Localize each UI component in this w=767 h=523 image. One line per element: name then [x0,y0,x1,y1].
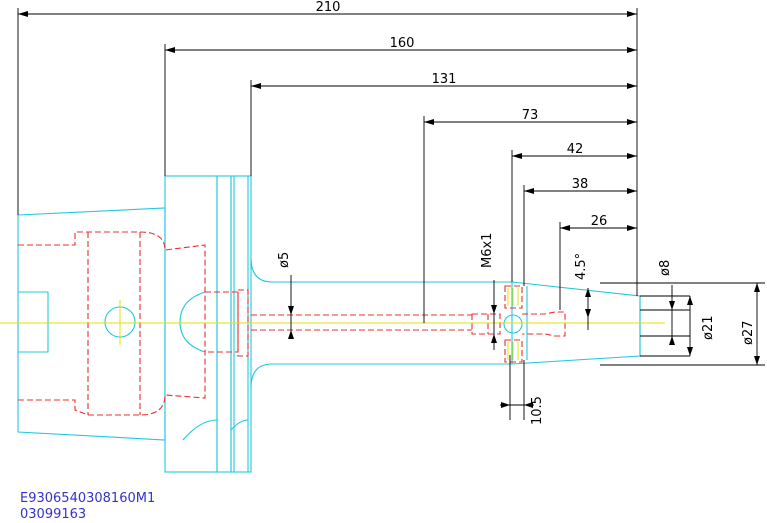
dim-angle-4-5: 4.5° [574,253,589,280]
center-lines [0,300,665,345]
dim-210: 210 [316,0,341,15]
thread-hatch [507,288,519,360]
dim-thread-m6x1: M6x1 [480,233,495,268]
dim-73: 73 [522,108,539,123]
dim-dia-5: ø5 [277,252,292,268]
dimension-lines [18,11,760,408]
part-outline [17,175,641,473]
dim-10-5: 10.5 [530,396,545,425]
part-code: E9306540308160M1 [20,491,155,506]
dim-26: 26 [591,214,608,229]
dim-42: 42 [567,142,584,157]
dim-131: 131 [432,72,457,87]
dim-dia-27: ø27 [741,321,756,346]
order-code: 03099163 [20,507,86,522]
extension-lines [17,8,765,420]
dim-dia-8: ø8 [658,260,673,276]
dim-38: 38 [572,177,589,192]
dim-dia-21: ø21 [701,316,716,341]
dim-160: 160 [390,36,415,51]
dimension-labels: 210 160 131 73 42 38 26 ø5 M6x1 4.5° ø8 … [277,0,756,425]
